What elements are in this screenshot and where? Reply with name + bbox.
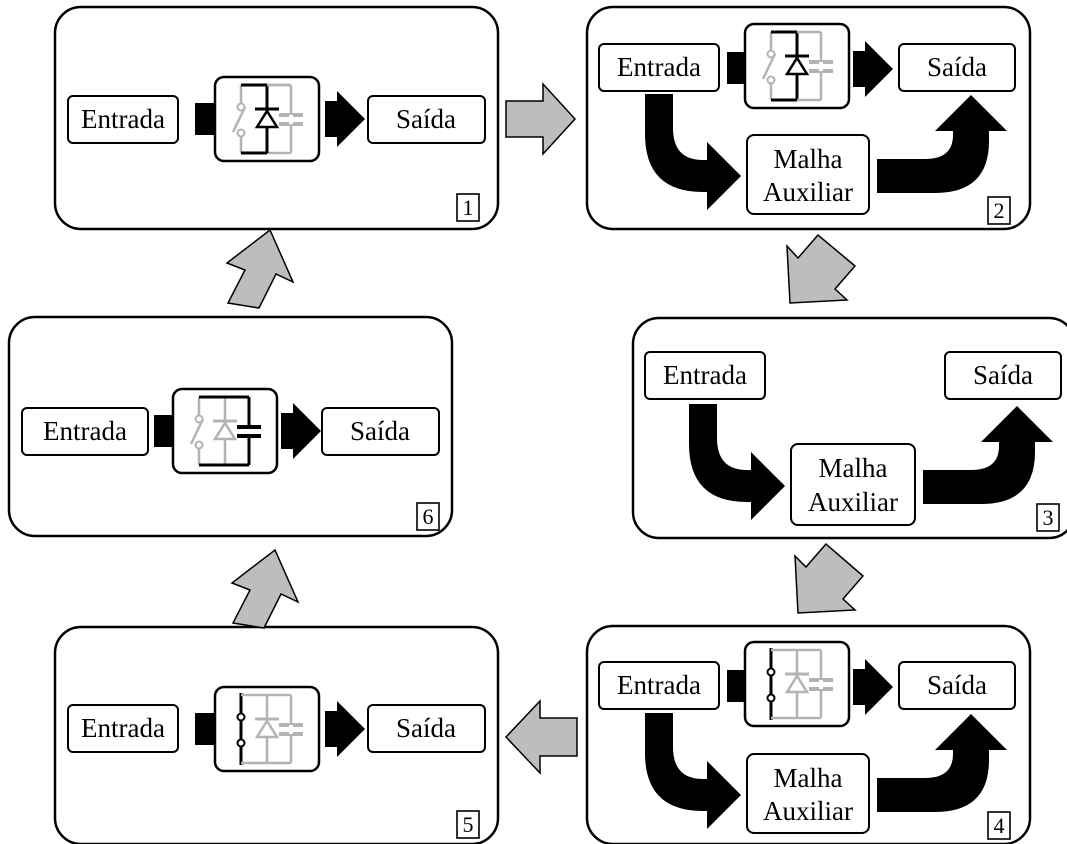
input-connector [154,415,176,447]
switch-block [213,75,321,163]
input-box [598,43,720,92]
input-connector [727,670,747,702]
transition-arrow-3-4 [794,542,865,614]
output-box [944,351,1062,400]
input-connector [195,713,217,745]
input-label: Entrada [43,416,127,446]
switch-block [171,387,279,475]
transition-arrow-6-1 [225,228,295,309]
output-label: Saída [973,360,1033,390]
panel-1: Entrada Saída 1 [53,5,500,231]
output-label: Saída [927,670,987,700]
output-arrow [325,91,365,147]
input-box [67,704,179,753]
output-arrow [853,659,893,715]
output-label: Saída [350,416,410,446]
panel-number-box [987,811,1011,840]
switch-block [743,640,851,728]
transition-arrow-2-3 [786,233,857,304]
aux-label-line1: Malha [819,453,888,483]
input-box [598,661,720,710]
aux-label-line2: Auxiliar [808,487,898,517]
input-label: Entrada [617,670,701,700]
panel-5: Entrada Saída 5 [53,625,500,844]
aux-box [746,134,870,215]
aux-label-line2: Auxiliar [763,177,853,207]
output-box [321,407,440,456]
panel-2: Entrada Saída Malha Auxiliar [585,5,1032,231]
input-box [67,95,179,144]
aux-label-line2: Auxiliar [763,796,853,826]
transition-arrow-4-5 [504,699,578,775]
panel-number-box [456,810,480,839]
input-label: Entrada [617,52,701,82]
output-box [367,95,486,144]
input-connector [195,103,217,135]
panel-6: Entrada Saída 6 [7,315,454,538]
panel-number-box [416,502,440,531]
output-box [367,704,486,753]
panel-number: 6 [423,504,434,529]
panel-number-box [1036,503,1060,532]
panel-3: Entrada Saída Malha Auxiliar 3 [631,316,1067,540]
panel-number: 3 [1043,505,1054,530]
output-box [898,661,1016,710]
aux-box [746,753,870,834]
panel-number: 1 [463,195,474,220]
input-label: Entrada [663,360,747,390]
output-arrow [281,403,321,459]
panel-number: 4 [994,813,1005,838]
transition-arrow-5-6 [230,548,300,629]
input-connector [727,52,747,84]
switch-block [743,22,851,110]
transition-arrow-1-2 [505,82,577,156]
aux-label-line1: Malha [774,144,843,174]
switch-block [213,685,321,773]
panel-number-box [456,193,480,222]
input-box [21,407,149,456]
input-label: Entrada [81,713,165,743]
output-arrow [853,41,893,97]
input-label: Entrada [81,104,165,134]
output-box [898,43,1016,92]
output-label: Saída [396,713,456,743]
panel-number: 2 [994,198,1005,223]
aux-label-line1: Malha [774,763,843,793]
panel-4: Entrada Saída Malha Auxiliar 4 [585,624,1032,844]
input-box [644,351,766,400]
panel-number-box [987,196,1011,225]
aux-box [790,443,916,526]
panel-number: 5 [463,812,474,837]
output-label: Saída [927,52,987,82]
output-arrow [325,701,365,757]
output-label: Saída [396,104,456,134]
